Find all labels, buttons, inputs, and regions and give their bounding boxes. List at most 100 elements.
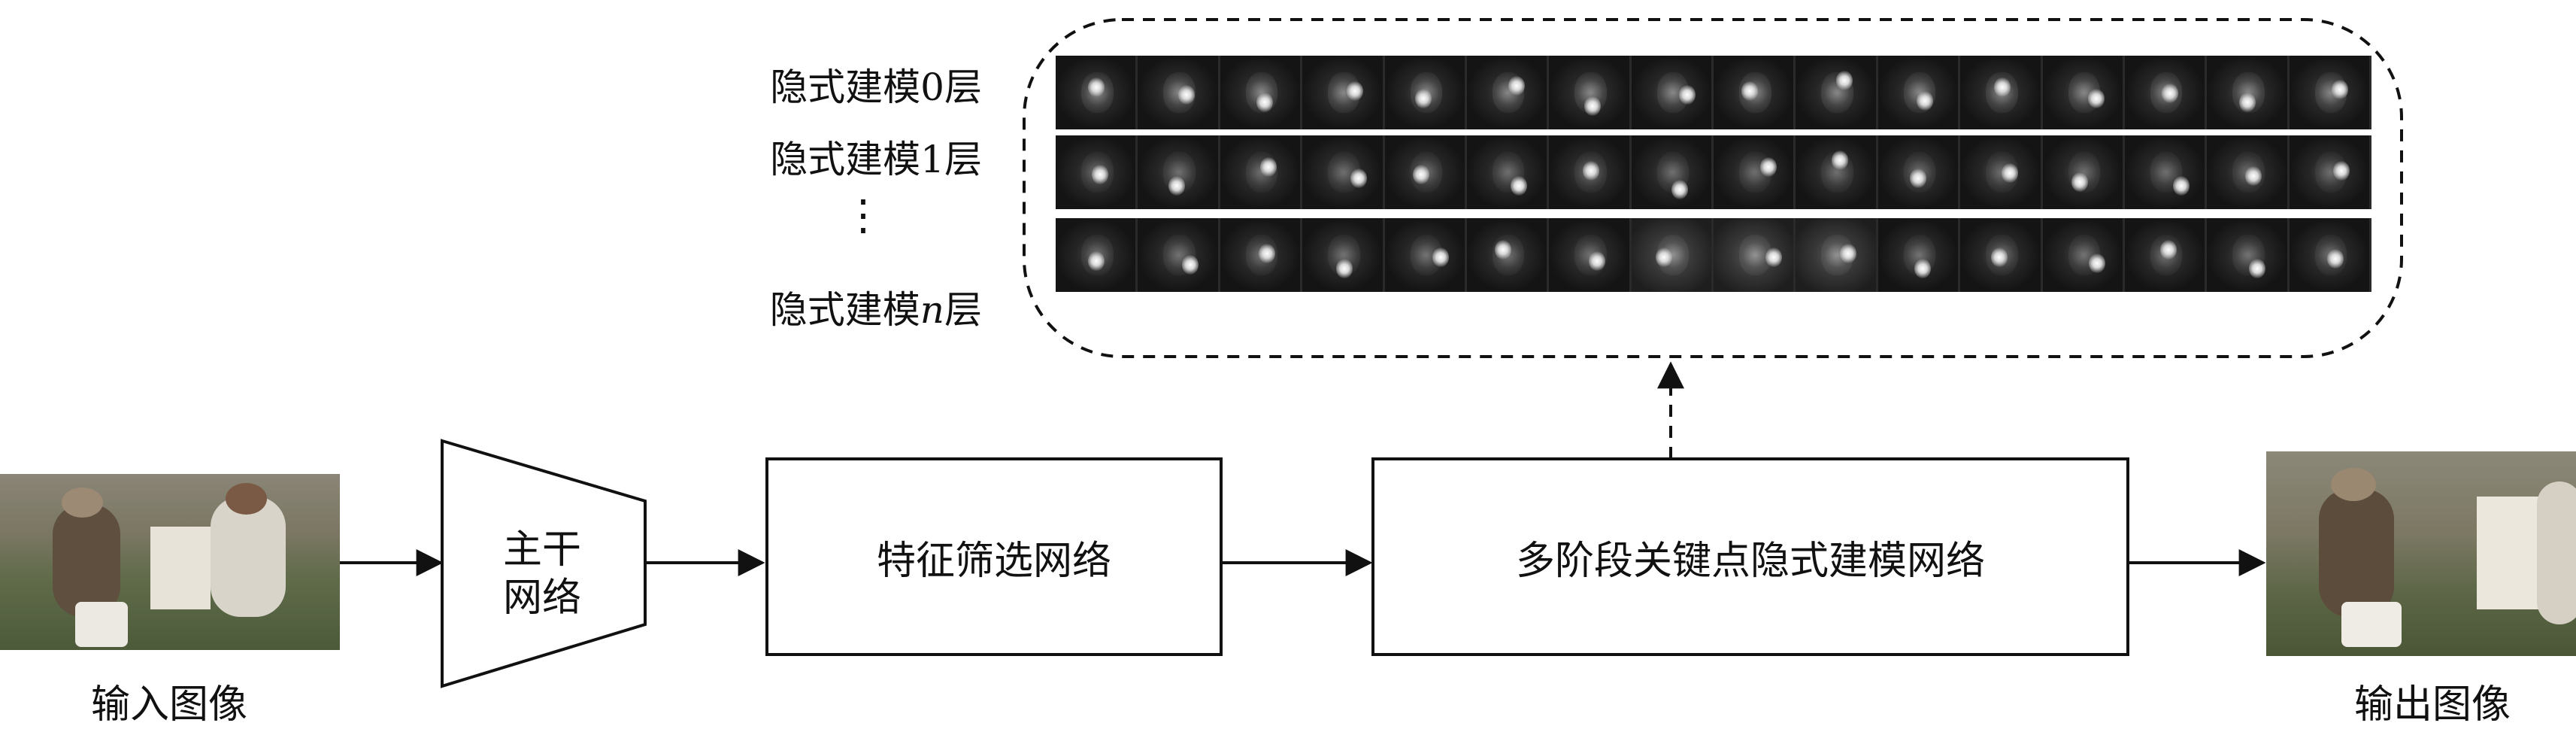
heatmap-peak: [1177, 85, 1195, 105]
heatmap-cell: [2207, 218, 2290, 292]
heatmap-peak: [2332, 80, 2348, 100]
layer-n-label-suffix: 层: [944, 288, 982, 332]
heatmap-peak: [1759, 157, 1777, 178]
heatmap-cell: [1138, 56, 1220, 129]
heatmap-strip-layer-0: [1056, 56, 2371, 129]
heatmap-cell: [1714, 56, 1796, 129]
heatmap-cell: [1796, 56, 1878, 129]
heatmap-peak: [2248, 258, 2265, 278]
heatmap-peak: [1091, 165, 1108, 185]
heatmap-peak: [1916, 91, 1933, 111]
heatmap-peak: [1993, 77, 2011, 98]
heatmap-strip-layer-n: [1056, 218, 2371, 292]
backbone-label-line1: 主干: [502, 527, 581, 573]
heatmap-peak: [2159, 240, 2177, 260]
heatmap-peak: [1835, 70, 1853, 90]
heatmap-peak: [1511, 175, 1528, 196]
heatmap-dashed-container: [1023, 18, 2403, 358]
heatmap-cell: [2289, 56, 2371, 129]
heatmap-peak: [1350, 169, 1367, 189]
heatmap-peak: [1584, 96, 1602, 116]
heatmap-peak: [1432, 248, 1450, 268]
heatmap-peak: [1258, 244, 1275, 264]
feature-filter-network-label: 特征筛选网络: [876, 538, 1111, 584]
heatmap-peak: [1346, 81, 1363, 102]
heatmap-cell: [1138, 135, 1220, 209]
heatmap-peak: [1087, 251, 1105, 272]
implicit-modeling-network-label: 多阶段关键点隐式建模网络: [1515, 538, 1985, 584]
heatmap-cell: [2042, 135, 2125, 209]
heatmap-cell: [1877, 218, 1961, 292]
heatmap-peak: [1259, 157, 1277, 178]
heatmap-peak: [2089, 254, 2106, 274]
heatmap-cell: [1056, 56, 1138, 129]
heatmap-peak: [2002, 163, 2019, 184]
heatmap-peak: [1412, 165, 1429, 185]
heatmap-peak: [1839, 244, 1856, 264]
heatmap-cell: [1220, 56, 1303, 129]
heatmap-cell: [1056, 135, 1138, 209]
heatmap-peak: [1335, 258, 1353, 278]
input-image-caption: 输入图像: [90, 682, 247, 727]
vertical-ellipsis: ⋮: [842, 191, 884, 240]
heatmap-cell: [1466, 218, 1550, 292]
heatmap-peak: [2071, 172, 2088, 192]
layer-0-label: 隐式建模0层: [770, 65, 982, 109]
heatmap-peak: [1679, 85, 1696, 105]
heatmap-cell: [2124, 135, 2208, 209]
heatmap-peak: [2333, 161, 2350, 181]
heatmap-peak: [1087, 77, 1105, 98]
heatmap-cell: [1631, 218, 1714, 292]
heatmap-cell: [1549, 56, 1632, 129]
layer-1-label: 隐式建模1层: [770, 138, 982, 181]
heatmap-peak: [1508, 76, 1526, 96]
heatmap-peak: [2088, 89, 2105, 109]
layer-n-label-var: n: [920, 288, 944, 332]
heatmap-cell: [1056, 218, 1138, 292]
heatmap-peak: [1910, 169, 1927, 189]
heatmap-cell: [2207, 135, 2290, 209]
heatmap-cell: [1714, 218, 1796, 292]
heatmap-cell: [1384, 135, 1467, 209]
heatmap-cell: [1220, 135, 1303, 209]
heatmap-cell: [1877, 135, 1961, 209]
output-image: [2266, 451, 2576, 656]
heatmap-cell: [1302, 135, 1385, 209]
heatmap-cell: [2289, 135, 2371, 209]
heatmap-cell: [1549, 218, 1632, 292]
heatmap-peak: [1765, 248, 1783, 268]
heatmap-peak: [1168, 175, 1185, 196]
input-image: [0, 474, 340, 650]
heatmap-cell: [2124, 56, 2208, 129]
backbone-label-line2: 网络: [502, 576, 581, 621]
heatmap-cell: [1877, 56, 1961, 129]
heatmap-peak: [2326, 249, 2344, 269]
heatmap-cell: [2042, 218, 2125, 292]
heatmap-cell: [1220, 218, 1303, 292]
implicit-modeling-network-box: 多阶段关键点隐式建模网络: [1371, 457, 2129, 656]
heatmap-peak: [1256, 93, 1273, 112]
feature-filter-network-box: 特征筛选网络: [765, 457, 1223, 656]
output-image-caption: 输出图像: [2353, 682, 2511, 727]
heatmap-peak: [1589, 251, 1606, 272]
heatmap-cell: [2042, 56, 2125, 129]
heatmap-peak: [2172, 175, 2190, 196]
heatmap-cell: [1302, 56, 1385, 129]
heatmap-cell: [1960, 135, 2043, 209]
heatmap-peak: [2238, 93, 2256, 112]
heatmap-cell: [1714, 135, 1796, 209]
heatmap-peak: [2161, 84, 2178, 104]
layer-n-label-prefix: 隐式建模: [769, 288, 920, 332]
heatmap-cell: [2289, 218, 2371, 292]
heatmap-cell: [1549, 135, 1632, 209]
heatmap-peak: [1181, 255, 1199, 275]
heatmap-cell: [1796, 218, 1878, 292]
heatmap-cell: [1384, 56, 1467, 129]
heatmap-peak: [1655, 248, 1672, 268]
heatmap-cell: [1302, 218, 1385, 292]
backbone-trapezoid: [441, 439, 647, 688]
heatmap-peak: [1495, 240, 1512, 260]
layer-n-label: 隐式建模n层: [696, 280, 982, 334]
heatmap-cell: [1138, 218, 1220, 292]
heatmap-cell: [1466, 135, 1550, 209]
